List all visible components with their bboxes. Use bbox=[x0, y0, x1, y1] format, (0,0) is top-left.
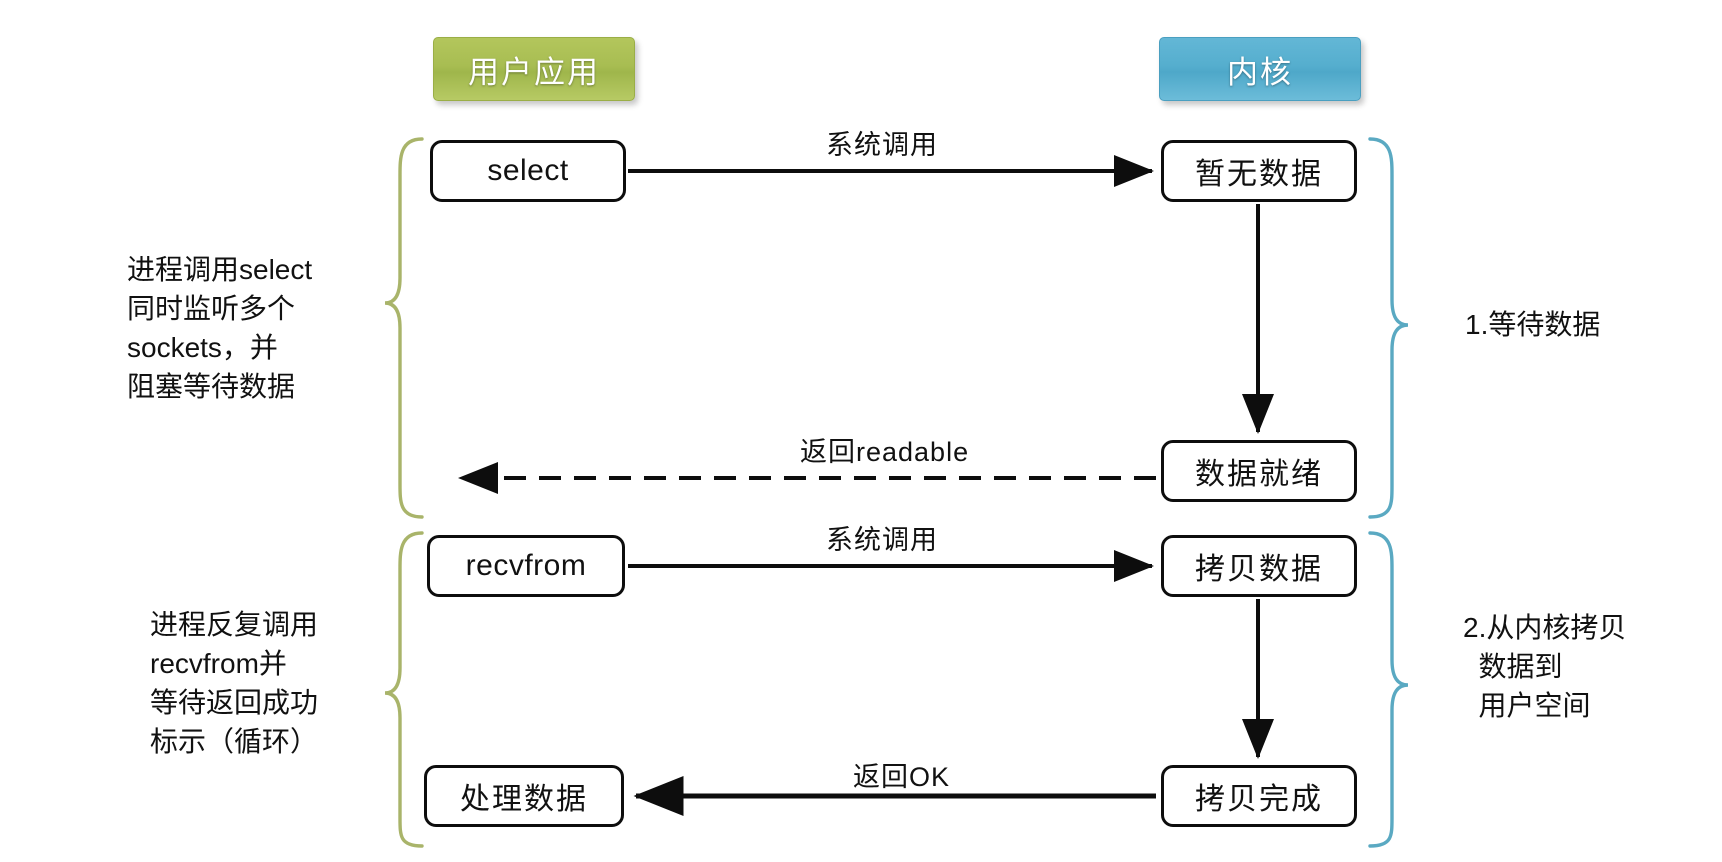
node-recvfrom: recvfrom bbox=[427, 535, 625, 597]
annotation-left-bottom: 进程反复调用 recvfrom并 等待返回成功 标示（循环） bbox=[150, 609, 319, 757]
edge-label-syscall-1: 系统调用 bbox=[826, 130, 938, 160]
node-select: select bbox=[430, 140, 626, 202]
edge-label-return-readable: 返回readable bbox=[800, 437, 970, 467]
edge-label-return-ok: 返回OK bbox=[853, 762, 951, 792]
header-user-application: 用户应用 bbox=[433, 37, 635, 101]
annotation-right-top: 1.等待数据 bbox=[1465, 309, 1601, 340]
brace-right-bottom bbox=[1368, 531, 1409, 848]
brace-left-top bbox=[384, 137, 424, 519]
annotation-right-bottom: 2.从内核拷贝 数据到 用户空间 bbox=[1463, 612, 1627, 721]
brace-right-top bbox=[1368, 137, 1409, 519]
node-no-data: 暂无数据 bbox=[1161, 140, 1357, 202]
edge-label-syscall-2: 系统调用 bbox=[826, 525, 938, 555]
brace-left-bottom bbox=[384, 531, 424, 848]
header-kernel: 内核 bbox=[1159, 37, 1361, 101]
node-data-ready: 数据就绪 bbox=[1161, 440, 1357, 502]
node-copy-data: 拷贝数据 bbox=[1161, 535, 1357, 597]
annotation-left-top: 进程调用select 同时监听多个 sockets，并 阻塞等待数据 bbox=[127, 254, 313, 402]
node-copy-done: 拷贝完成 bbox=[1161, 765, 1357, 827]
node-process-data: 处理数据 bbox=[424, 765, 624, 827]
